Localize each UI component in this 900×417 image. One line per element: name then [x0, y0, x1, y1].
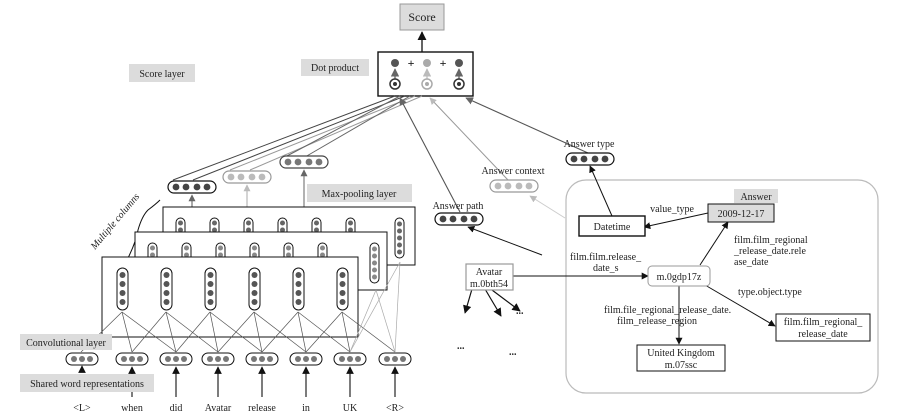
svg-text:Datetime: Datetime — [594, 222, 631, 233]
ellipsis-2: ... — [509, 347, 517, 358]
score-label: Score — [408, 10, 435, 24]
word-6: UK — [343, 403, 358, 414]
svg-text:Convolutional layer: Convolutional layer — [26, 338, 106, 349]
pooled-vector-3 — [279, 155, 329, 169]
svg-text:ase_date: ase_date — [734, 257, 769, 268]
plus-sign-1: + — [408, 56, 415, 70]
film-regional-type-node: film.film_regional_ release_date — [775, 313, 871, 342]
answer-to-dot-lines — [399, 97, 589, 213]
svg-text:United Kingdom: United Kingdom — [647, 348, 715, 359]
score-box: Score — [399, 3, 445, 31]
conv-panel-front — [101, 256, 359, 338]
svg-text:release_date: release_date — [798, 329, 848, 340]
word-2: did — [170, 403, 183, 414]
plus-sign-2: + — [440, 56, 447, 70]
word-5: in — [302, 403, 310, 414]
svg-text:m.0bth54: m.0bth54 — [470, 279, 508, 290]
value-type-relation: value_type — [650, 204, 694, 215]
dot-product-label-box: Dot product — [301, 59, 369, 76]
score-layer-label-box: Score layer — [129, 64, 195, 82]
kb-edges — [463, 165, 776, 345]
release-date-s-relation: film.film.release_ date_s — [570, 252, 642, 274]
svg-text:Score layer: Score layer — [139, 69, 185, 80]
svg-text:Answer type: Answer type — [564, 139, 615, 150]
svg-text:Max-pooling layer: Max-pooling layer — [322, 189, 397, 200]
svg-text:Answer: Answer — [740, 192, 772, 203]
word-1: when — [121, 403, 143, 414]
answer-context-vector: Answer context — [481, 166, 545, 193]
svg-text:date_s: date_s — [593, 263, 619, 274]
svg-text:film_release_region: film_release_region — [617, 316, 697, 327]
svg-text:Answer context: Answer context — [481, 166, 544, 177]
word-vectors — [65, 352, 412, 366]
svg-text:film.film.release_: film.film.release_ — [570, 252, 642, 263]
answer-path-vector: Answer path — [433, 201, 484, 226]
svg-text:Avatar: Avatar — [476, 267, 503, 278]
answer-type-vector: Answer type — [564, 139, 615, 166]
conv-edges — [80, 261, 401, 353]
pooled-vector-1 — [167, 180, 217, 194]
type-relation: type.object.type — [738, 287, 802, 298]
word-4: release — [248, 403, 276, 414]
dot-product-box: + + — [377, 51, 474, 97]
max-pooling-label-box: Max-pooling layer — [307, 184, 412, 202]
input-words: <L> when did Avatar release in UK <R> — [73, 403, 404, 414]
ellipsis-1: ... — [457, 341, 465, 352]
svg-text:m.0gdp17z: m.0gdp17z — [657, 272, 702, 283]
cvt-node: m.0gdp17z — [647, 265, 711, 287]
pooled-vector-2 — [222, 170, 272, 184]
svg-text:Shared word representations: Shared word representations — [30, 379, 144, 390]
svg-text:_release_date.rele: _release_date.rele — [733, 246, 806, 257]
answer-value: 2009-12-17 — [718, 209, 765, 220]
conv-layer-label-box: Convolutional layer — [20, 334, 112, 350]
svg-text:film.film_regional: film.film_regional — [734, 235, 808, 246]
word-7: <R> — [386, 403, 404, 414]
svg-text:film.film_regional_: film.film_regional_ — [784, 317, 864, 328]
release-date-relation: film.film_regional _release_date.rele as… — [733, 235, 808, 268]
svg-text:Answer path: Answer path — [433, 201, 484, 212]
avatar-entity-node: Avatar m.0bth54 — [465, 263, 514, 291]
svg-text:m.07ssc: m.07ssc — [665, 360, 698, 371]
ellipsis-3: ... — [516, 306, 524, 317]
region-relation: film.file_regional_release_date. film_re… — [604, 305, 731, 327]
united-kingdom-node: United Kingdom m.07ssc — [636, 344, 726, 372]
pooled-to-dot-lines — [172, 95, 423, 181]
word-3: Avatar — [205, 403, 232, 414]
svg-text:Dot product: Dot product — [311, 63, 359, 74]
svg-text:film.file_regional_release_dat: film.file_regional_release_date. — [604, 305, 731, 316]
word-0: <L> — [73, 403, 91, 414]
datetime-node: Datetime — [578, 215, 646, 237]
answer-node: Answer 2009-12-17 — [707, 189, 778, 223]
shared-word-repr-label-box: Shared word representations — [20, 374, 154, 392]
